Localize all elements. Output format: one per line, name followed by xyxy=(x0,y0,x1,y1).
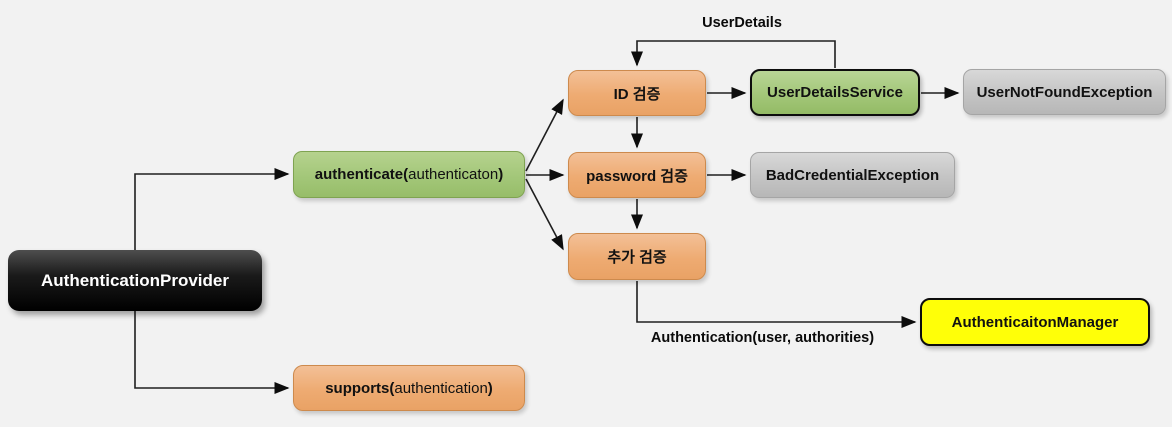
edge-provider-to-supports xyxy=(134,311,290,395)
node-supports: supports(authentication) xyxy=(293,365,525,411)
node-extra-check: 추가 검증 xyxy=(568,233,706,280)
node-authentication-manager: AuthenticaitonManager xyxy=(920,298,1150,346)
edge-authenticate-to-extra-check xyxy=(525,178,564,251)
authenticate-paren-close: ) xyxy=(498,166,504,183)
node-user-details-service-label: UserDetailsService xyxy=(767,84,903,101)
edge-user-details-return xyxy=(630,40,836,68)
node-authentication-provider: AuthenticationProvider xyxy=(8,250,262,311)
supports-paren-close: ) xyxy=(487,379,493,397)
node-user-not-found-exception-label: UserNotFoundException xyxy=(976,83,1153,101)
authenticate-arg: authenticaton xyxy=(408,166,499,183)
node-bad-credential-exception: BadCredentialException xyxy=(750,152,955,198)
node-extra-check-label: 추가 검증 xyxy=(607,249,667,266)
node-user-details-service: UserDetailsService xyxy=(750,69,920,116)
node-password-check-label: password 검증 xyxy=(586,167,688,185)
supports-arg: authentication xyxy=(394,379,488,397)
node-bad-credential-exception-label: BadCredentialException xyxy=(765,166,940,184)
authenticate-method-name: authenticate( xyxy=(314,166,409,183)
node-authenticate: authenticate(authenticaton) xyxy=(293,151,525,198)
node-user-not-found-exception: UserNotFoundException xyxy=(963,69,1166,115)
node-authenticate-label: authenticate(authenticaton) xyxy=(315,166,503,183)
node-authentication-manager-label: AuthenticaitonManager xyxy=(951,313,1119,331)
edge-label-authentication-args: Authentication(user, authorities) xyxy=(650,330,875,346)
node-id-check: ID 검증 xyxy=(568,70,706,116)
edge-provider-to-authenticate xyxy=(134,167,290,250)
supports-method-name: supports( xyxy=(325,379,395,397)
node-password-check: password 검증 xyxy=(568,152,706,198)
node-id-check-label: ID 검증 xyxy=(613,85,661,103)
node-authentication-provider-label: AuthenticationProvider xyxy=(41,270,229,290)
node-supports-label: supports(authentication) xyxy=(325,380,493,397)
edge-label-user-details: UserDetails xyxy=(702,15,782,31)
edge-extra-check-to-authentication-manager xyxy=(636,281,917,329)
edge-authenticate-to-id-check xyxy=(525,98,564,172)
